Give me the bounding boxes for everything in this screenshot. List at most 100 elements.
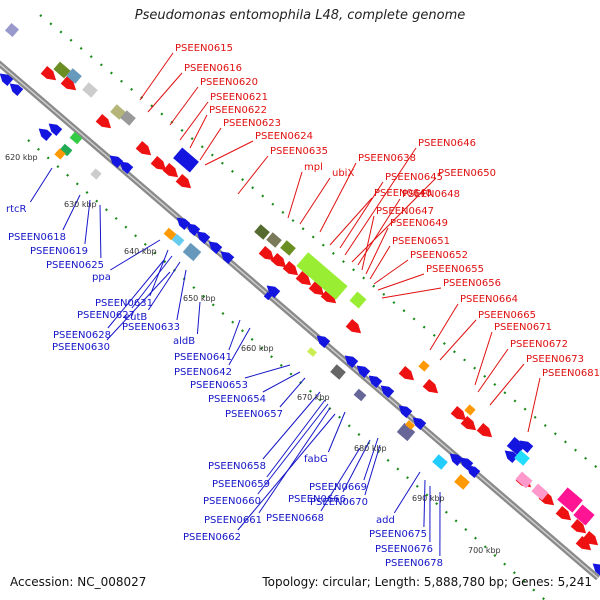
leader-pseen0656 [381, 287, 442, 299]
gene-label-pseen0635: PSEEN0635 [270, 146, 328, 157]
gene-label-ppa: ppa [92, 272, 111, 283]
gene-label-pseen0666: PSEEN0666 [288, 494, 346, 505]
leader-pseen0657 [279, 377, 306, 408]
gene-label-pseen0661: PSEEN0661 [204, 515, 262, 526]
leader-pseen0654 [262, 371, 301, 393]
gene-label-pseen0641: PSEEN0641 [174, 352, 232, 363]
gene-label-pseen0656: PSEEN0656 [443, 278, 501, 289]
accession-text: Accession: NC_008027 [10, 575, 147, 589]
gene-arrow [398, 405, 413, 418]
tick-label-630-kbp: 630 kbp [64, 200, 97, 209]
leader-fabg [327, 411, 346, 453]
gene-arrow [422, 378, 439, 394]
gene-arrow [150, 155, 167, 171]
leader-pseen0649 [365, 227, 389, 275]
leader-pseen0638 [319, 162, 357, 233]
leader-pseen0623 [199, 127, 222, 161]
tick-label-680-kbp: 680 kbp [354, 444, 387, 453]
gene-block [405, 420, 415, 430]
gene-arrow [450, 405, 467, 421]
gene-label-pseen0631: PSEEN0631 [95, 298, 153, 309]
gene-features [0, 22, 600, 576]
gene-label-pseen0672: PSEEN0672 [510, 339, 568, 350]
gene-arrow [119, 161, 134, 174]
gene-block [254, 224, 270, 240]
gene-arrow [109, 155, 124, 168]
tick-label-620-kbp: 620 kbp [5, 153, 38, 162]
gene-block [173, 147, 199, 173]
leader-pseen0619 [84, 199, 91, 245]
gene-arrow [466, 465, 481, 478]
gene-label-pseen0673: PSEEN0673 [526, 354, 584, 365]
gene-label-pseen0655: PSEEN0655 [426, 264, 484, 275]
gene-arrow [344, 355, 359, 368]
gene-label-pseen0670: PSEEN0670 [310, 497, 368, 508]
gene-arrow [570, 518, 587, 534]
leader-pseen0672 [477, 348, 509, 393]
leader-pseen0673 [489, 363, 525, 406]
gene-label-pseen0671: PSEEN0671 [494, 322, 552, 333]
leader-pseen0664 [429, 303, 459, 351]
gene-block [454, 474, 470, 490]
gene-arrow [356, 365, 371, 378]
leader-pseen0621 [179, 101, 209, 141]
leader-pseen0618 [62, 194, 81, 231]
leader-add [393, 471, 421, 514]
gene-label-pseen0669: PSEEN0669 [309, 482, 367, 493]
gene-block [163, 227, 177, 241]
gene-label-pseen0628: PSEEN0628 [53, 330, 111, 341]
gene-label-pseen0654: PSEEN0654 [208, 394, 266, 405]
gene-arrow [592, 563, 600, 576]
gene-label-pseen0659: PSEEN0659 [212, 479, 270, 490]
backbone-highlight [0, 63, 599, 579]
gene-block [349, 291, 367, 309]
gene-arrow [368, 375, 383, 388]
gene-arrow [266, 285, 281, 298]
forward-gene-labels: PSEEN0615PSEEN0616PSEEN0620PSEEN0621PSEE… [175, 43, 600, 379]
gene-label-mpl: mpl [304, 162, 323, 173]
gene-label-pseen0662: PSEEN0662 [183, 532, 241, 543]
gene-label-pseen0619: PSEEN0619 [30, 246, 88, 257]
tick-label-670-kbp: 670 kbp [297, 393, 330, 402]
leader-pseen0635 [237, 155, 269, 195]
leader-pseen0624 [204, 140, 254, 166]
gene-arrow [208, 241, 223, 254]
gene-arrow [258, 245, 275, 261]
gene-label-pseen0652: PSEEN0652 [410, 250, 468, 261]
gene-arrow [0, 73, 14, 86]
leader-pseen0653 [244, 364, 291, 379]
gene-label-pseen0651: PSEEN0651 [392, 236, 450, 247]
gene-arrow [186, 223, 201, 236]
gene-label-ubix: ubiX [332, 168, 354, 179]
leader-ubix [299, 177, 331, 225]
tick-label-660-kbp: 660 kbp [241, 344, 274, 353]
leader-pseen0670 [364, 444, 381, 496]
gene-label-rtcr: rtcR [6, 204, 27, 215]
gene-arrow [476, 422, 493, 438]
gene-block [296, 252, 348, 300]
gene-block [573, 504, 595, 526]
leader-mpl [287, 171, 303, 219]
leader-pseen0622 [189, 114, 208, 149]
gene-block [396, 422, 416, 442]
leader-aldb [196, 301, 201, 335]
tick-label-700-kbp: 700 kbp [468, 546, 501, 555]
gene-block [54, 148, 66, 160]
leader-pseen0668 [320, 447, 361, 512]
leader-pseen0671 [474, 331, 493, 386]
gene-block [307, 347, 317, 357]
forward-leader-lines [139, 52, 541, 433]
gene-arrow [176, 217, 191, 230]
gene-label-eutb: eutB [124, 312, 147, 323]
gene-arrow [449, 453, 464, 466]
leader-pseen0615 [139, 52, 174, 101]
gene-label-pseen0678: PSEEN0678 [385, 558, 443, 569]
leader-pseen0665 [439, 319, 477, 361]
gene-arrow [398, 365, 415, 381]
leader-pseen0650 [351, 177, 437, 263]
map-title: Pseudomonas entomophila L48, complete ge… [134, 8, 466, 23]
leader-pseen0659 [266, 399, 326, 478]
gene-block [432, 454, 448, 470]
leader-pseen0681 [527, 377, 541, 433]
gene-arrow [555, 505, 572, 521]
